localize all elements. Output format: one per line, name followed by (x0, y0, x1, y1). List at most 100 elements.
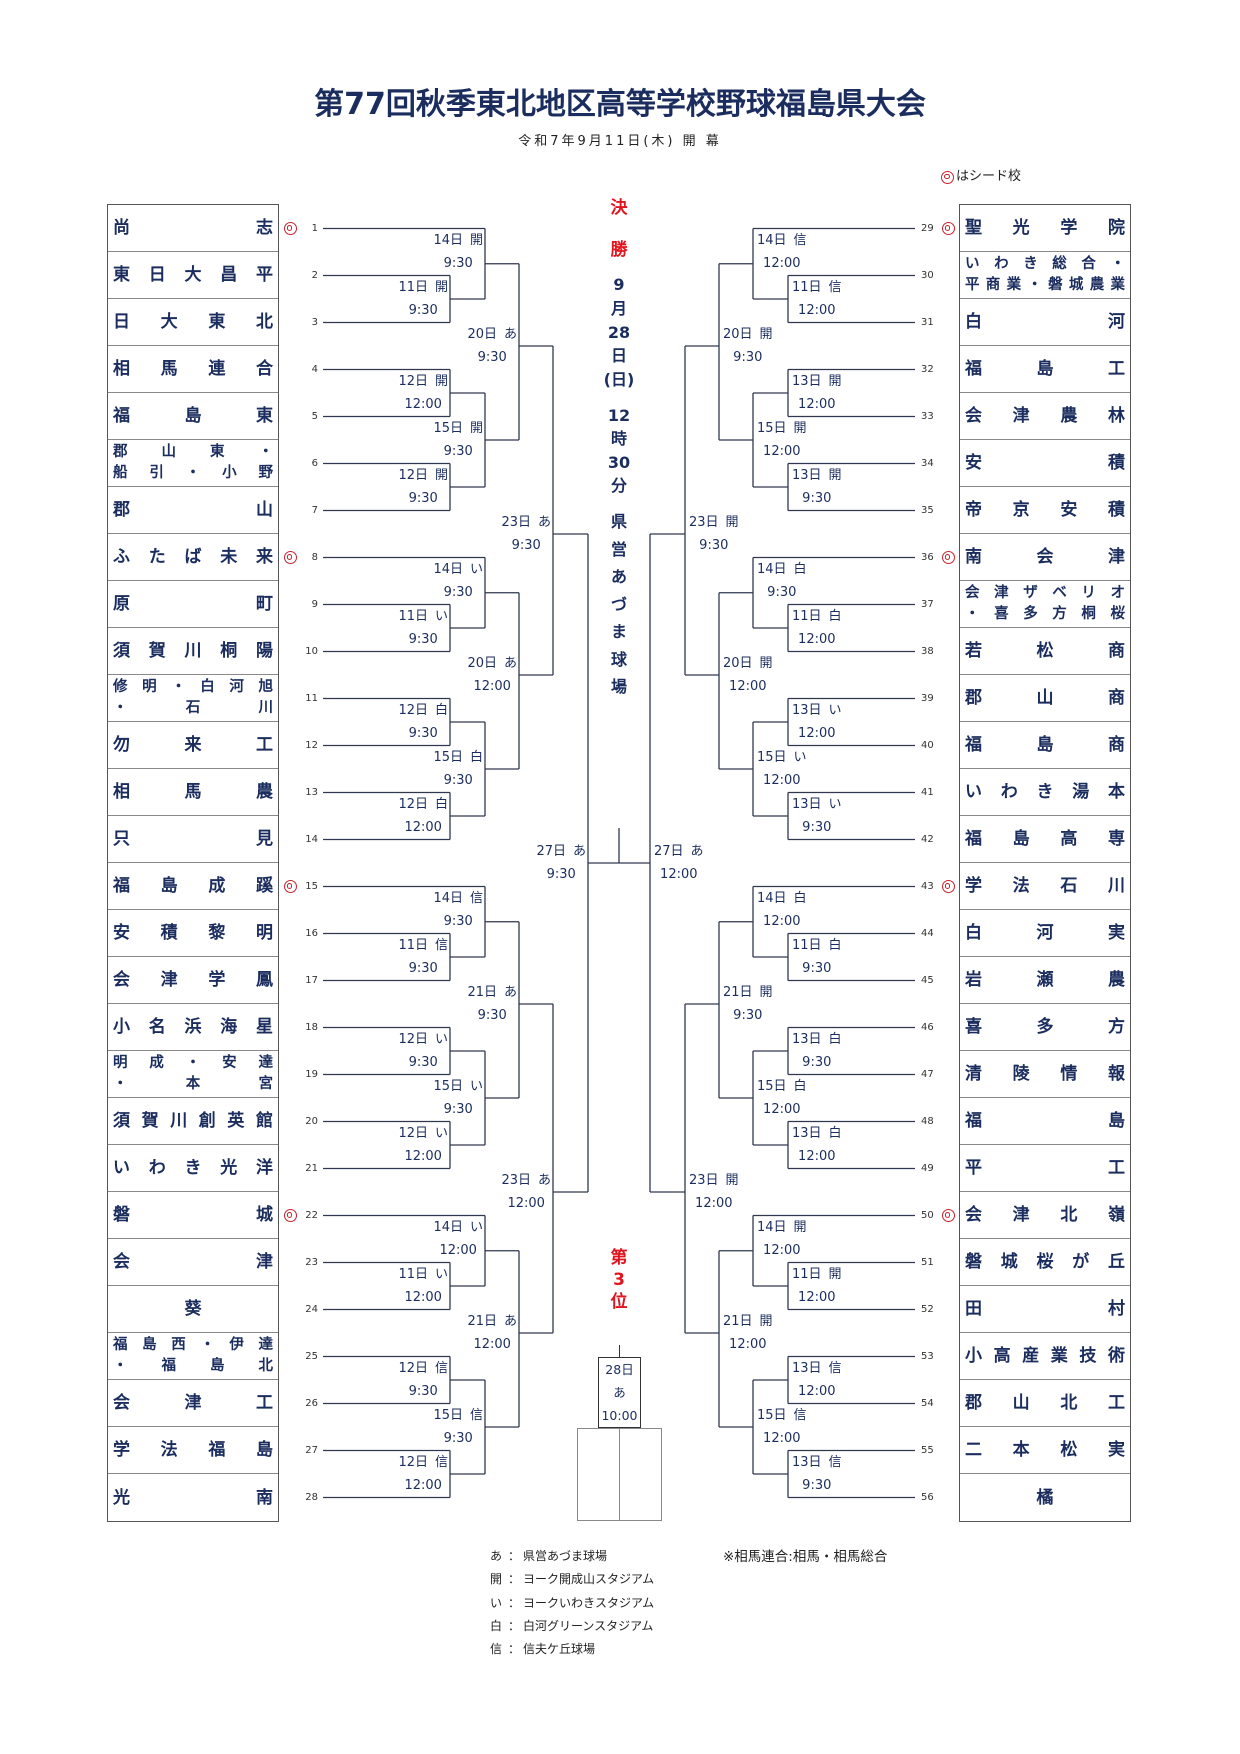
match-venue: 信 (828, 1454, 842, 1470)
team-number: 8 (311, 551, 318, 563)
team-name-char: 産 (1022, 1346, 1040, 1366)
team-name-char: 松 (1036, 641, 1054, 661)
team-name-char: 津 (184, 1393, 202, 1413)
final-time-token: 分 (610, 476, 627, 496)
team-name-char: 高 (1060, 829, 1078, 849)
match-day: 14日 (757, 1219, 787, 1235)
seed-legend: はシード校 (941, 169, 1021, 185)
team-name-line: 若松商 (965, 640, 1125, 662)
team-name-char: 東 (210, 444, 225, 460)
match-time: 12:00 (439, 1243, 477, 1258)
team-name-line: 白河 (965, 311, 1125, 333)
team-name-char: 工 (1107, 1393, 1125, 1413)
match-day: 12日 (398, 1125, 428, 1141)
final-time-token: 30 (607, 452, 631, 472)
match-time: 12:00 (695, 1196, 733, 1211)
team-name-char: 野 (258, 465, 274, 481)
match-time: 9:30 (546, 867, 576, 882)
team-name-line: いわき光洋 (113, 1157, 273, 1179)
team-name-char: 報 (1107, 1064, 1125, 1084)
third-place-slot (578, 1429, 619, 1520)
team-name-line: 福島工 (965, 358, 1125, 380)
match-time: 9:30 (511, 538, 541, 553)
team-name-cell: 学法石川 (960, 863, 1130, 910)
team-name-char: 商 (1108, 688, 1125, 708)
team-name-char: 磐 (1048, 277, 1063, 293)
match-date: 14日白 (757, 558, 807, 582)
match-day: 21日 (467, 1313, 497, 1329)
match-day: 27日 (654, 843, 684, 859)
final-venue-char: 場 (610, 677, 627, 696)
match-date: 15日開 (757, 417, 807, 441)
team-name-char: 聖 (965, 218, 982, 238)
team-name-line: 郡山商 (965, 687, 1125, 709)
match-venue: あ (537, 514, 551, 530)
match-time: 9:30 (477, 1008, 507, 1023)
team-number: 43 (921, 880, 934, 892)
match-venue: 開 (828, 467, 842, 483)
match-date: 21日あ (467, 1310, 517, 1334)
team-name-char: 商 (1108, 641, 1125, 661)
team-name-cell: 尚志 (108, 205, 278, 252)
team-name-line: 葵 (113, 1298, 273, 1320)
legend-venue-name: 信夫ケ丘球場 (523, 1642, 596, 1657)
match-date: 11日開 (792, 1263, 842, 1287)
match-time: 12:00 (729, 679, 767, 694)
team-name-char: 津 (994, 585, 1009, 601)
match-time: 12:00 (660, 867, 698, 882)
team-number: 37 (921, 598, 934, 610)
team-name-char: 岩 (965, 970, 982, 990)
team-name-line: 橘 (965, 1487, 1125, 1509)
team-number: 23 (305, 1256, 318, 1268)
third-place-venue: あ (613, 1385, 626, 1400)
match-venue: 白 (793, 561, 807, 577)
team-name-cell: 磐城 (108, 1192, 278, 1239)
team-name-char: 小 (113, 1017, 130, 1037)
team-name-line: 福島高専 (965, 828, 1125, 850)
match-time: 12:00 (404, 820, 442, 835)
match-time: 12:00 (763, 1243, 801, 1258)
team-name-char: 南 (965, 547, 982, 567)
match-day: 11日 (792, 608, 822, 624)
team-name-char: 会 (965, 1205, 982, 1225)
team-name-line: いわき湯本 (965, 781, 1125, 803)
team-name-char: 相 (113, 782, 130, 802)
match-venue: 信 (793, 232, 807, 248)
match-date: 14日い (433, 558, 483, 582)
seed-icon (941, 1209, 955, 1222)
match-venue: あ (503, 1313, 517, 1329)
match-day: 23日 (689, 1172, 719, 1188)
team-number: 25 (305, 1350, 318, 1362)
team-name-char: 光 (113, 1487, 130, 1508)
match-day: 11日 (398, 1266, 428, 1282)
team-name-char: 山 (256, 500, 273, 520)
match-time: 12:00 (763, 444, 801, 459)
team-number: 41 (921, 786, 934, 798)
third-place-heading-char: 3 (613, 1270, 625, 1290)
team-name-line: 福島成蹊 (113, 875, 273, 897)
team-name-line: 郡山 (113, 499, 273, 521)
team-name-cell: 相馬連合 (108, 346, 278, 393)
team-name-char: 方 (1108, 1017, 1125, 1037)
team-name-char: 法 (160, 1440, 178, 1460)
team-name-char: 北 (255, 312, 273, 332)
team-name-char: 安 (1060, 500, 1078, 520)
team-name-char: 英 (227, 1111, 245, 1131)
team-name-char: 賀 (148, 641, 166, 661)
team-name-char: 山 (1012, 1393, 1030, 1413)
match-day: 12日 (398, 1031, 428, 1047)
team-name-cell: 二本松実 (960, 1427, 1130, 1474)
team-number: 45 (921, 974, 934, 986)
team-name-char: 工 (1108, 359, 1125, 379)
team-name-char: 星 (256, 1017, 273, 1037)
team-name-char: 修 (113, 679, 128, 695)
team-name-line: 清陵情報 (965, 1063, 1125, 1085)
team-name-char: 合 (1081, 256, 1096, 272)
